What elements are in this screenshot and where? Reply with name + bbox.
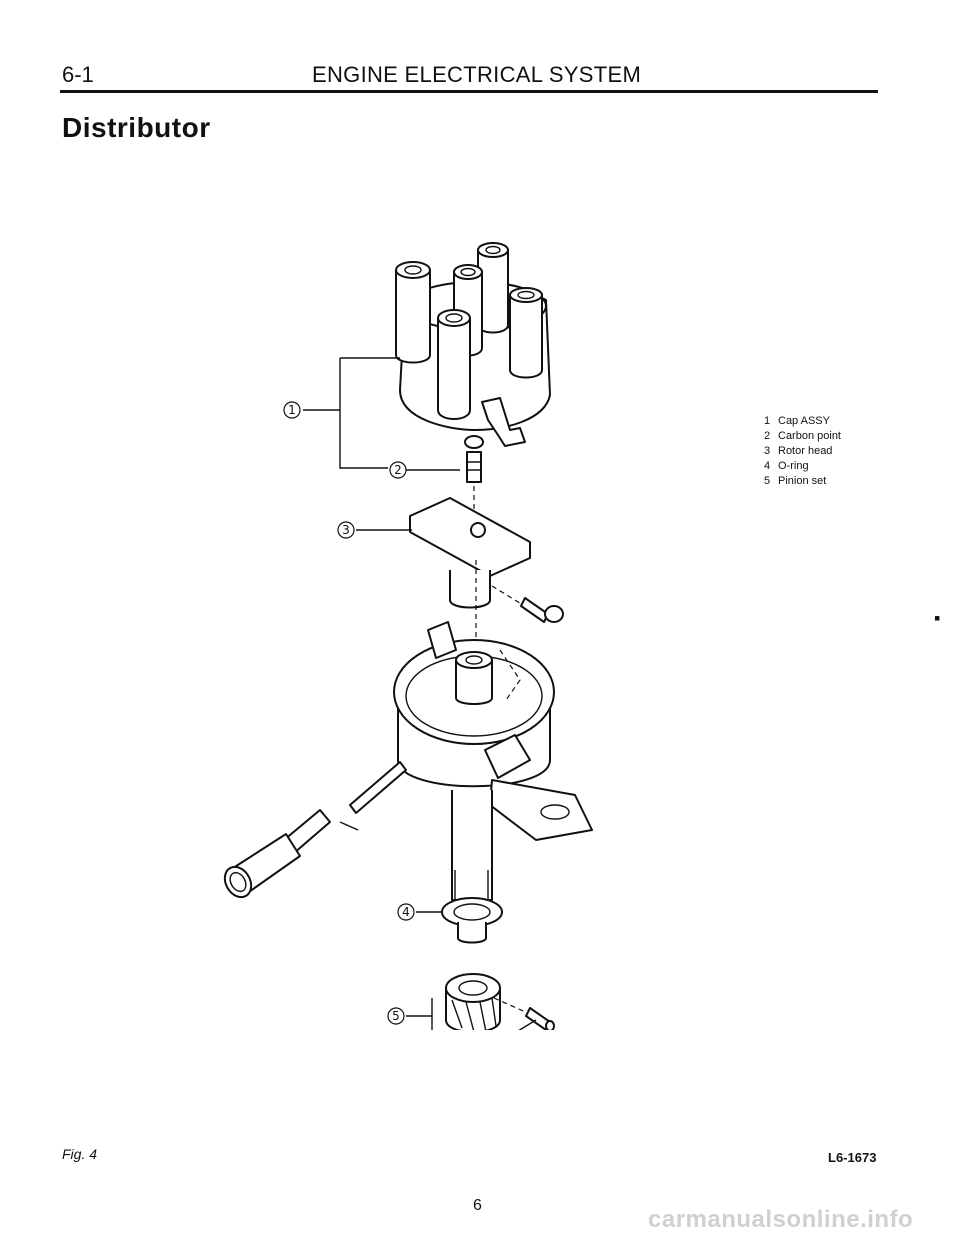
legend-label: Pinion set [778, 475, 827, 487]
legend-number: 3 [764, 445, 771, 457]
chapter-title: ENGINE ELECTRICAL SYSTEM [312, 62, 642, 87]
svg-text:5: 5 [392, 1009, 400, 1023]
legend-number: 1 [764, 415, 771, 427]
cap-assy-drawing [395, 242, 551, 447]
pinion-set-drawing [431, 973, 555, 1030]
housing-drawing [223, 621, 593, 901]
callout-1: 1 [283, 401, 301, 419]
legend-item: 3 Rotor head [764, 444, 841, 459]
figure-caption: Fig. 4 [62, 1146, 98, 1162]
svg-text:4: 4 [402, 905, 410, 919]
page-title: Distributor [62, 112, 211, 143]
rotor-head-drawing [409, 497, 564, 650]
legend-item: 4 O-ring [764, 459, 841, 474]
svg-text:1: 1 [288, 403, 296, 417]
o-ring-drawing [441, 897, 503, 944]
legend-number: 2 [764, 430, 771, 442]
legend-number: 5 [764, 475, 771, 487]
svg-text:3: 3 [342, 523, 350, 537]
legend-label: Rotor head [778, 445, 833, 457]
legend-number: 4 [764, 460, 771, 472]
callout-5: 5 [387, 1007, 405, 1025]
callout-leaders [303, 357, 460, 1017]
legend-item: 1 Cap ASSY [764, 414, 841, 429]
drawing-code: L6-1673 [828, 1150, 877, 1165]
legend-item: 5 Pinion set [764, 474, 841, 489]
page-number: 6 [473, 1197, 482, 1214]
header-rule [60, 90, 878, 93]
section-number: 6-1 [62, 62, 94, 87]
callout-4: 4 [397, 903, 415, 921]
margin-mark: ▪ [934, 608, 941, 628]
legend-item: 2 Carbon point [764, 429, 841, 444]
distributor-exploded-view: 1 2 3 4 5 [223, 242, 593, 1030]
legend-label: Carbon point [778, 430, 841, 442]
carbon-point-drawing [464, 435, 484, 530]
legend-label: Cap ASSY [778, 415, 830, 427]
legend-label: O-ring [778, 460, 809, 472]
parts-legend: 1 Cap ASSY 2 Carbon point 3 Rotor head 4 O-r… [764, 414, 841, 489]
callout-2: 2 [389, 461, 407, 479]
callout-3: 3 [337, 521, 355, 539]
watermark: carmanualsonline.info [648, 1206, 914, 1233]
svg-text:2: 2 [394, 463, 402, 477]
